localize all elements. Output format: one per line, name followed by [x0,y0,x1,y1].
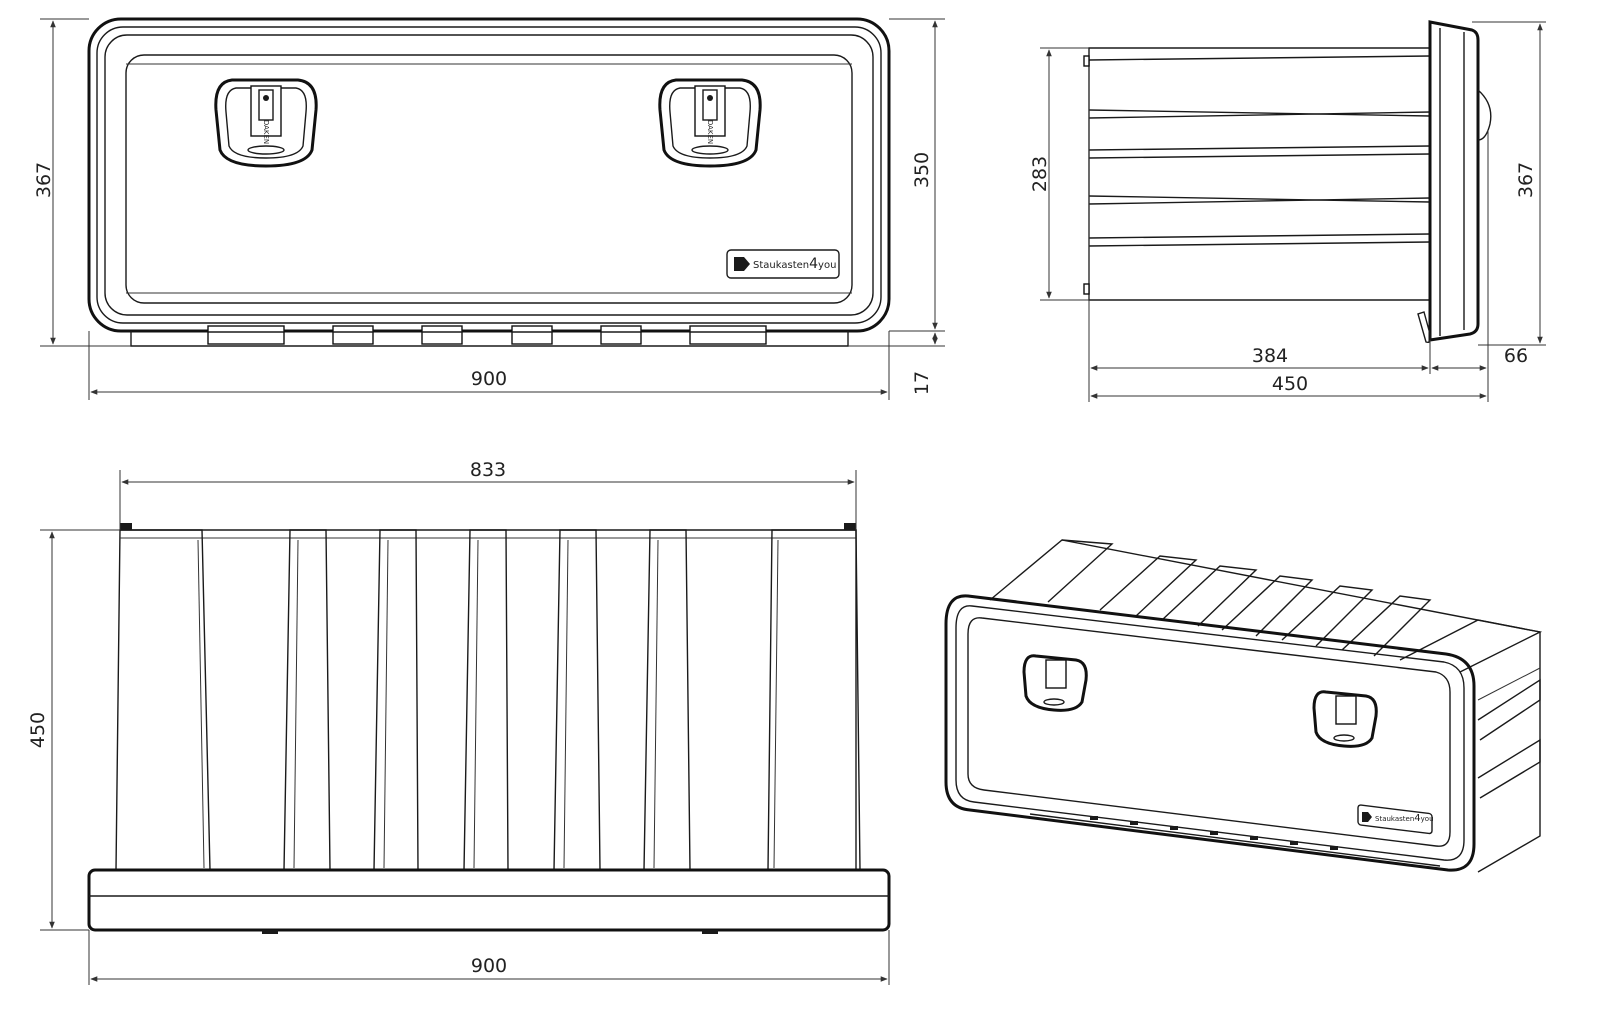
side-dim-depth-total: 450 [1272,373,1308,395]
front-dim-width: 900 [471,368,507,390]
front-frame-inner [96,26,882,324]
iso-brand-suffix: you [1421,815,1434,823]
top-dim-width: 900 [471,955,507,977]
front-dim-height-total: 367 [33,162,55,198]
top-view: 833 450 900 [27,459,891,985]
iso-brand-name: Staukasten [1375,815,1414,823]
iso-handle-left [1022,654,1088,712]
front-hinges [207,325,767,345]
front-door-panel [125,54,853,304]
svg-text:Staukasten4you: Staukasten4you [1375,813,1434,824]
svg-text:Staukasten4you: Staukasten4you [753,256,836,272]
front-handle-right: DAKEN [658,78,762,168]
side-dim-height-body: 283 [1029,156,1051,192]
front-brand-suffix: you [818,260,836,271]
side-dim-door-depth: 66 [1504,345,1528,367]
front-brand-label: Staukasten4you [726,249,840,279]
front-brand-highlight: 4 [809,256,818,272]
top-view-frame [87,868,891,932]
front-handle-left: DAKEN [214,78,318,168]
front-frame-outer [87,17,891,333]
front-handle-left-text: DAKEN [262,120,270,144]
top-dim-depth: 450 [27,712,49,748]
front-view: DAKEN DAKEN Staukasten4you 3 [33,17,945,400]
front-brand-name: Staukasten [753,260,809,271]
front-dim-height-door: 350 [911,152,933,188]
top-dim-inner-width: 833 [470,459,506,481]
front-handle-right-text: DAKEN [706,120,714,144]
iso-handle-right [1312,690,1378,748]
side-dim-depth-body: 384 [1252,345,1288,367]
front-dim-bottom-gap: 17 [911,371,933,395]
iso-view: Staukasten4you [944,539,1543,873]
front-door-outer [104,34,874,316]
side-view: 283 367 384 66 450 [1029,20,1546,402]
front-base [130,331,849,347]
top-dimensions: 833 450 900 [27,459,890,985]
side-dimensions: 283 367 384 66 450 [1029,21,1546,402]
iso-brand-label: Staukasten4you [1357,804,1434,835]
side-dim-height-total: 367 [1515,162,1537,198]
iso-brand-highlight: 4 [1414,813,1420,824]
front-dimensions: 367 350 17 900 [33,18,945,400]
